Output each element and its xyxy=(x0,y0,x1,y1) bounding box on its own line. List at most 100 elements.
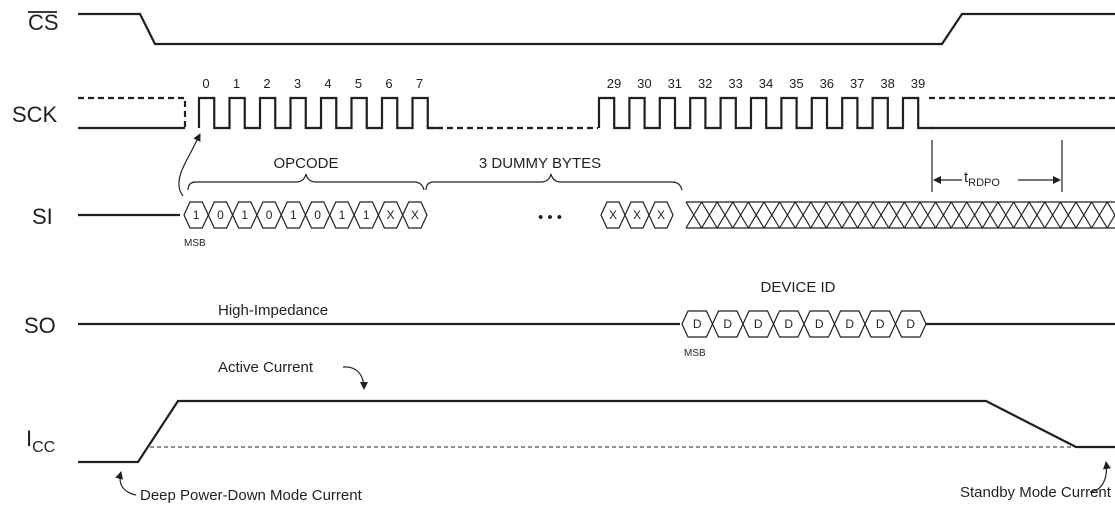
bit-value: 0 xyxy=(266,208,273,222)
dont-care-cross xyxy=(685,201,703,229)
clock-number: 38 xyxy=(880,76,894,91)
active-current-label: Active Current xyxy=(218,359,314,376)
dont-care-cross xyxy=(997,201,1015,229)
high-impedance-label: High-Impedance xyxy=(218,302,328,319)
dont-care-cross xyxy=(763,201,781,229)
bit-value: 0 xyxy=(217,208,224,222)
bit-value: D xyxy=(815,317,824,331)
dont-care-cross xyxy=(950,201,968,229)
bit-value: 1 xyxy=(363,208,370,222)
bit-value: X xyxy=(633,208,641,222)
si-to-sck-arrow xyxy=(178,133,201,197)
bit-value: D xyxy=(876,317,885,331)
clock-number: 32 xyxy=(698,76,712,91)
icc-signal-label: ICC xyxy=(26,426,55,456)
sck-waveform xyxy=(78,96,1115,130)
bit-value: 1 xyxy=(193,208,200,222)
dont-care-cross xyxy=(841,201,859,229)
dont-care-cross xyxy=(1028,201,1046,229)
standby-label: Standby Mode Current xyxy=(960,484,1112,501)
opcode-brace xyxy=(187,173,425,191)
clock-number: 35 xyxy=(789,76,803,91)
standby-arrow xyxy=(1089,461,1111,493)
clock-number: 36 xyxy=(820,76,834,91)
clock-number: 3 xyxy=(294,76,301,91)
si-signal-label: SI xyxy=(32,204,53,229)
opcode-label: OPCODE xyxy=(273,155,338,172)
dont-care-cross xyxy=(1075,201,1093,229)
bit-value: D xyxy=(784,317,793,331)
dont-care-cross xyxy=(935,201,952,229)
bit-cell xyxy=(402,201,428,229)
dont-care-cross xyxy=(966,201,983,229)
bit-value: D xyxy=(845,317,854,331)
bit-cell xyxy=(648,201,674,229)
si-bit-cells: 1 0 1 0 1 0 1 1 X X xyxy=(183,201,428,229)
clock-number: 37 xyxy=(850,76,864,91)
dont-care-cross xyxy=(716,201,734,229)
dont-care-cross xyxy=(779,201,796,229)
trdpo-label: tRDPO xyxy=(964,169,1000,189)
clock-number: 0 xyxy=(202,76,209,91)
clock-number: 7 xyxy=(416,76,423,91)
clock-number: 5 xyxy=(355,76,362,91)
bit-value: 0 xyxy=(314,208,321,222)
active-current-arrow xyxy=(342,366,368,390)
clock-number: 1 xyxy=(233,76,240,91)
dont-care-cross xyxy=(794,201,812,229)
si-dont-care-region xyxy=(685,201,1115,229)
cs-waveform xyxy=(78,12,1115,46)
cs-signal-label: CS xyxy=(28,10,59,35)
so-msb-label: MSB xyxy=(684,348,706,359)
dont-care-cross xyxy=(1013,201,1030,229)
dummy-bytes-brace xyxy=(425,173,683,191)
bit-value: 1 xyxy=(241,208,248,222)
bit-value: X xyxy=(387,208,395,222)
clock-number: 31 xyxy=(668,76,682,91)
clock-number: 4 xyxy=(324,76,331,91)
bit-value: X xyxy=(411,208,419,222)
bit-value: D xyxy=(723,317,732,331)
dont-care-cross xyxy=(825,201,843,229)
clock-number: 29 xyxy=(607,76,621,91)
bit-value: D xyxy=(906,317,915,331)
bit-value: X xyxy=(657,208,665,222)
clock-number: 39 xyxy=(911,76,925,91)
dont-care-cross xyxy=(732,201,749,229)
bit-value: D xyxy=(693,317,702,331)
clock-number: 30 xyxy=(637,76,651,91)
bit-value: 1 xyxy=(339,208,346,222)
dont-care-cross xyxy=(1091,201,1108,229)
bit-value: X xyxy=(609,208,617,222)
dont-care-cross xyxy=(981,201,999,229)
dont-care-cross xyxy=(1106,201,1115,229)
si-msb-label: MSB xyxy=(184,238,206,249)
dont-care-cross xyxy=(857,201,874,229)
dont-care-cross xyxy=(1044,201,1061,229)
clock-number: 6 xyxy=(385,76,392,91)
dont-care-cross xyxy=(872,201,890,229)
clock-number: 33 xyxy=(728,76,742,91)
deep-power-down-arrow xyxy=(115,471,137,496)
icc-waveform xyxy=(78,399,1115,464)
bit-value: D xyxy=(754,317,763,331)
clock-number: 34 xyxy=(759,76,773,91)
device-id-label: DEVICE ID xyxy=(760,279,835,296)
bit-value: 1 xyxy=(290,208,297,222)
dont-care-cross xyxy=(919,201,937,229)
dont-care-cross xyxy=(1059,201,1077,229)
so-signal-label: SO xyxy=(24,313,56,338)
dont-care-cross xyxy=(701,201,718,229)
si-ellipsis: • • • xyxy=(538,209,562,226)
deep-power-down-label: Deep Power-Down Mode Current xyxy=(140,487,363,504)
clock-number: 2 xyxy=(263,76,270,91)
dont-care-cross xyxy=(810,201,827,229)
dummy-bytes-label: 3 DUMMY BYTES xyxy=(479,155,601,172)
sck-signal-label: SCK xyxy=(12,102,58,127)
dont-care-cross xyxy=(903,201,921,229)
dont-care-cross xyxy=(888,201,905,229)
